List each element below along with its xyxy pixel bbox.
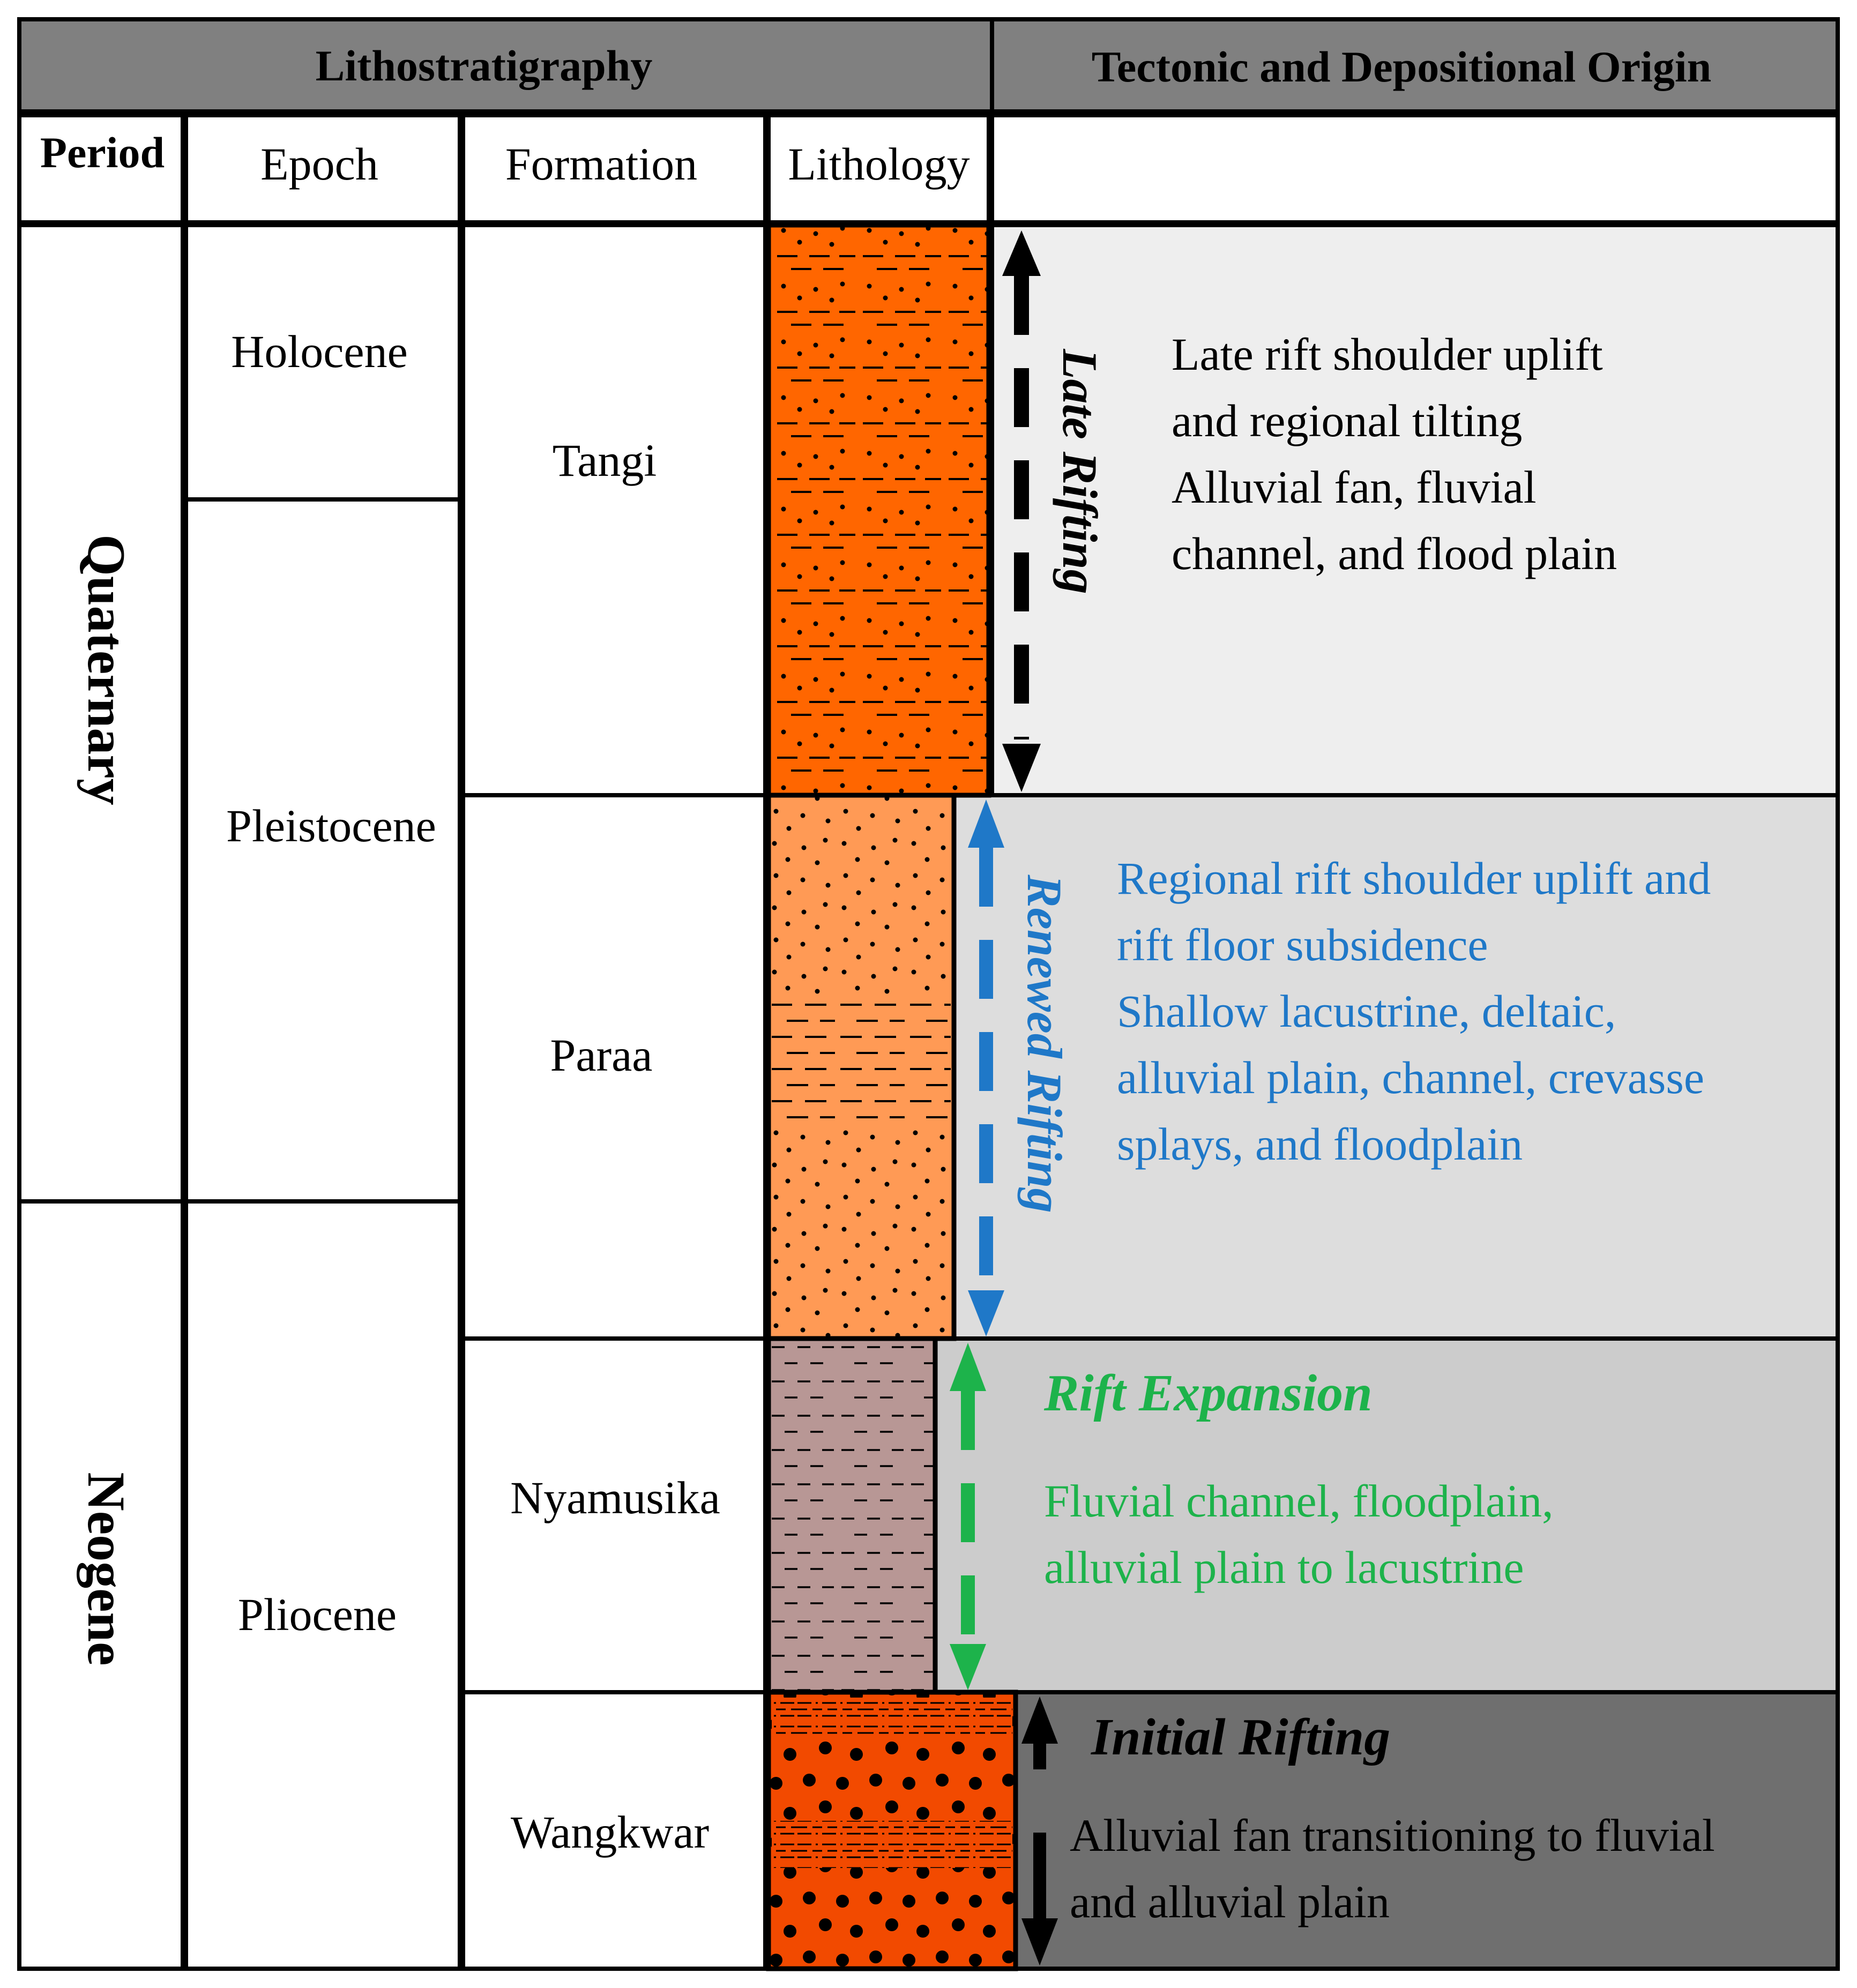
rift-expansion-description: Fluvial channel, floodplain, alluvial pl… <box>1044 1475 1554 1593</box>
origin-header-cell <box>990 17 1840 114</box>
paraa-cell <box>461 793 767 1341</box>
late-rifting-panel <box>990 223 1840 797</box>
period-quaternary: Quaternary <box>77 534 136 805</box>
formation-tangi: Tangi <box>553 435 657 486</box>
tangi-cell <box>461 223 767 797</box>
lithostratigraphy-header-cell <box>17 17 994 114</box>
initial-description-line: and alluvial plain <box>1070 1876 1390 1927</box>
expansion-arrow-head-up <box>950 1343 986 1391</box>
pliocene-cell <box>184 1199 462 1971</box>
formation-column: Tangi Paraa Nyamusika Wangkwar <box>461 223 767 1971</box>
epoch-pliocene: Pliocene <box>238 1589 397 1640</box>
renewed-arrow-head-up <box>968 799 1004 848</box>
epoch-column: Holocene Pleistocene Pliocene <box>184 223 462 1971</box>
wangkwar-cell <box>461 1690 767 1971</box>
late-rifting-label: Late Rifting <box>1053 348 1107 594</box>
late-description-line: and regional tilting <box>1172 395 1522 446</box>
initial-arrow-head-up <box>1021 1696 1058 1744</box>
renewed-description-line: alluvial plain, channel, crevasse <box>1117 1052 1704 1103</box>
late-description-line: Late rift shoulder uplift <box>1172 328 1603 380</box>
late-description-line: Alluvial fan, fluvial <box>1172 461 1537 513</box>
formation-paraa: Paraa <box>550 1029 653 1081</box>
renewed-description-line: splays, and floodplain <box>1117 1118 1523 1170</box>
renewed-rifting-panel <box>952 793 1840 1341</box>
expansion-arrow-head-down <box>950 1644 986 1690</box>
late-description-line: channel, and flood plain <box>1172 528 1617 579</box>
late-rifting-description: Late rift shoulder uplift and regional t… <box>1172 328 1617 579</box>
renewed-arrow-head-down <box>968 1290 1004 1336</box>
rift-expansion-label: Rift Expansion <box>1043 1364 1373 1422</box>
epoch-pleistocene: Pleistocene <box>226 800 436 851</box>
wangkwar-band-middle <box>772 1821 1012 1868</box>
renewed-rifting-arrow <box>968 799 1004 1336</box>
expansion-description-line: alluvial plain to lacustrine <box>1044 1542 1524 1593</box>
pleistocene-cell <box>184 497 462 1204</box>
initial-description-line: Alluvial fan transitioning to fluvial <box>1070 1810 1715 1861</box>
header-row: Lithostratigraphy Tectonic and Depositio… <box>17 17 1840 114</box>
renewed-rifting-description: Regional rift shoulder uplift and rift f… <box>1117 853 1711 1170</box>
epoch-header-cell <box>184 113 462 225</box>
late-rifting-arrow <box>1002 230 1041 792</box>
renewed-description-line: Regional rift shoulder uplift and <box>1117 853 1711 904</box>
nyamusika-lithology <box>766 1336 938 1695</box>
late-arrow-head-up <box>1002 230 1041 276</box>
formation-header-cell <box>461 113 767 225</box>
origin-title: Tectonic and Depositional Origin <box>1092 42 1712 91</box>
lithostratigraphy-title: Lithostratigraphy <box>316 41 653 90</box>
period-column: Quaternary Neogene <box>17 223 185 1971</box>
nyamusika-cell <box>461 1336 767 1694</box>
column-header-row: Period Epoch Formation Lithology <box>17 113 1840 225</box>
initial-rifting-description: Alluvial fan transitioning to fluvial an… <box>1070 1810 1715 1927</box>
renewed-rifting-label: Renewed Rifting <box>1017 874 1072 1213</box>
lithology-column-label: Lithology <box>788 138 969 190</box>
formation-wangkwar: Wangkwar <box>511 1806 709 1858</box>
period-header-cell <box>17 113 185 225</box>
tangi-lithology <box>766 222 991 798</box>
paraa-mudstone-band <box>772 998 951 1126</box>
initial-rifting-label: Initial Rifting <box>1091 1708 1390 1766</box>
renewed-description-line: rift floor subsidence <box>1117 919 1488 970</box>
period-neogene: Neogene <box>77 1473 136 1666</box>
renewed-description-line: Shallow lacustrine, deltaic, <box>1117 985 1616 1037</box>
lithology-column <box>766 222 1018 1971</box>
expansion-description-line: Fluvial channel, floodplain, <box>1044 1475 1554 1527</box>
initial-rifting-arrow <box>1021 1696 1058 1965</box>
formation-nyamusika: Nyamusika <box>510 1472 720 1523</box>
period-column-label: Period <box>40 128 165 177</box>
initial-rifting-panel <box>1013 1690 1840 1971</box>
lithology-header-cell <box>766 113 991 225</box>
late-arrow-head-down <box>1002 744 1041 792</box>
origin-column <box>933 223 1840 1971</box>
formation-column-label: Formation <box>505 138 697 190</box>
rift-expansion-arrow <box>950 1343 986 1690</box>
epoch-column-label: Epoch <box>260 138 378 190</box>
neogene-cell <box>17 1199 185 1971</box>
wangkwar-band-top <box>772 1698 1012 1735</box>
origin-blank-header-cell <box>990 113 1840 225</box>
initial-arrow-head-down <box>1021 1918 1058 1965</box>
epoch-holocene: Holocene <box>231 326 408 377</box>
